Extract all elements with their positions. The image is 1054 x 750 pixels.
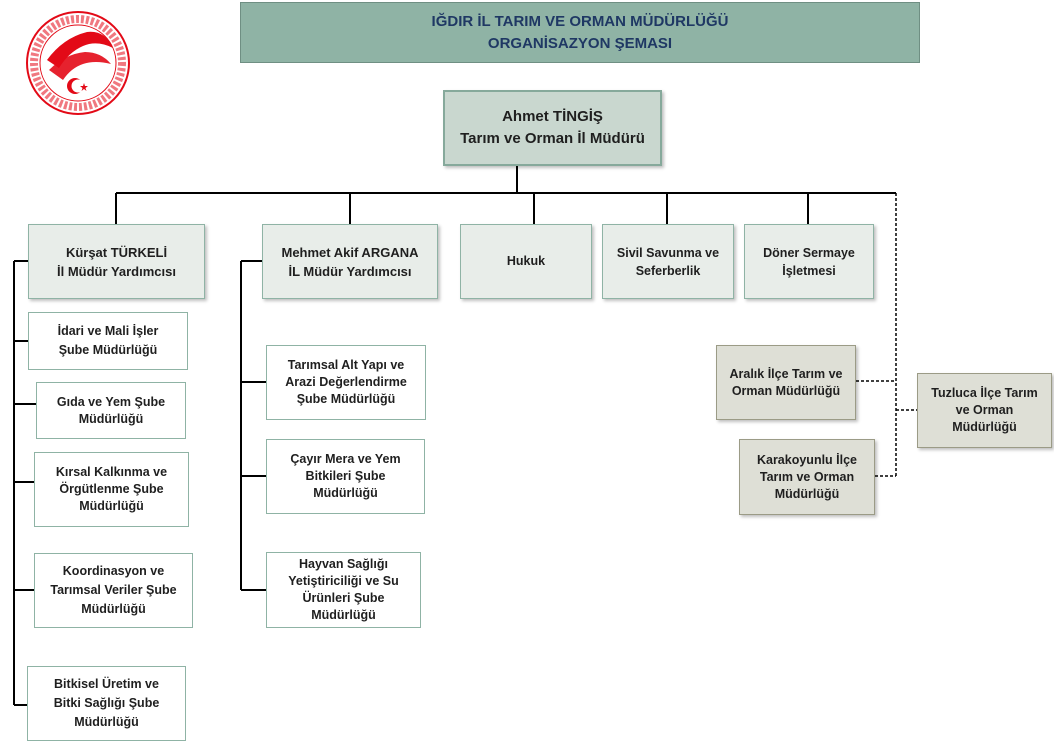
district-karakoyunlu-box: Karakoyunlu İlçe Tarım ve Orman Müdürlüğ… <box>739 439 875 515</box>
unit-doner-line: İşletmesi <box>782 263 836 278</box>
branch-line: Hayvan Sağlığı <box>299 557 388 571</box>
branch-line: Müdürlüğü <box>78 411 144 426</box>
branch-koordinasyon-box: Koordinasyon ve Tarımsal Veriler Şube Mü… <box>34 553 193 628</box>
branch-kirsal-kalkinma-box: Kırsal Kalkınma ve Örgütlenme Şube Müdür… <box>34 452 189 527</box>
branch-line: Örgütlenme Şube <box>59 482 164 496</box>
unit-doner-sermaye-box: Döner Sermaye İşletmesi <box>744 224 874 299</box>
branch-line: Kırsal Kalkınma ve <box>55 465 168 479</box>
branch-tarimsal-altyapi-box: Tarımsal Alt Yapı ve Arazi Değerlendirme… <box>266 345 426 420</box>
unit-sivil-line: Seferberlik <box>635 263 701 278</box>
unit-sivil-line: Sivil Savunma ve <box>616 245 720 260</box>
director-title: Tarım ve Orman İl Müdürü <box>460 130 645 147</box>
unit-doner-line: Döner Sermaye <box>763 245 855 260</box>
chart-title: IĞDIR İL TARIM VE ORMAN MÜDÜRLÜĞÜ ORGANİ… <box>240 2 920 63</box>
district-line: Müdürlüğü <box>774 486 840 501</box>
director-name: Ahmet TİNGİŞ <box>502 108 603 125</box>
branch-line: Müdürlüğü <box>311 608 376 622</box>
branch-idari-mali-box: İdari ve Mali İşler Şube Müdürlüğü <box>28 312 188 370</box>
deputy-1-name: Kürşat TÜRKELİ <box>65 244 168 260</box>
district-line: Aralık İlçe Tarım ve <box>729 366 843 381</box>
branch-line: Müdürlüğü <box>81 602 146 616</box>
unit-hukuk-box: Hukuk <box>460 224 592 299</box>
branch-line: Ürünleri Şube <box>302 591 385 605</box>
district-line: Tarım ve Orman <box>759 469 855 484</box>
deputy-2-title: İL Müdür Yardımcısı <box>288 263 412 279</box>
branch-line: Şube Müdürlüğü <box>58 343 158 357</box>
title-line-1: IĞDIR İL TARIM VE ORMAN MÜDÜRLÜĞÜ <box>431 12 729 30</box>
branch-line: Bitki Sağlığı Şube <box>53 696 160 710</box>
district-line: Müdürlüğü <box>952 420 1017 434</box>
branch-line: Tarımsal Alt Yapı ve <box>287 358 405 372</box>
branch-line: Yetiştiriciliği ve Su <box>288 574 399 588</box>
branch-line: Tarımsal Veriler Şube <box>50 583 177 597</box>
branch-line: Şube Müdürlüğü <box>296 392 396 406</box>
deputy-1-box: Kürşat TÜRKELİ İl Müdür Yardımcısı <box>28 224 205 299</box>
district-aralik-box: Aralık İlçe Tarım ve Orman Müdürlüğü <box>716 345 856 420</box>
district-line: Orman Müdürlüğü <box>731 383 841 398</box>
unit-hukuk-label: Hukuk <box>506 254 546 268</box>
district-line: Karakoyunlu İlçe <box>756 452 858 467</box>
deputy-1-title: İl Müdür Yardımcısı <box>57 263 176 279</box>
branch-line: Koordinasyon ve <box>62 564 165 578</box>
branch-line: Müdürlüğü <box>74 715 139 729</box>
title-line-2: ORGANİSAZYON ŞEMASI <box>487 34 673 52</box>
branch-line: İdari ve Mali İşler <box>57 324 159 338</box>
branch-line: Müdürlüğü <box>313 486 378 500</box>
branch-hayvan-sagligi-box: Hayvan Sağlığı Yetiştiriciliği ve Su Ürü… <box>266 552 421 628</box>
district-line: ve Orman <box>955 403 1014 417</box>
district-tuzluca-box: Tuzluca İlçe Tarım ve Orman Müdürlüğü <box>917 373 1052 448</box>
director-box: Ahmet TİNGİŞ Tarım ve Orman İl Müdürü <box>443 90 662 166</box>
deputy-2-box: Mehmet Akif ARGANA İL Müdür Yardımcısı <box>262 224 438 299</box>
unit-sivil-savunma-box: Sivil Savunma ve Seferberlik <box>602 224 734 299</box>
branch-bitkisel-uretim-box: Bitkisel Üretim ve Bitki Sağlığı Şube Mü… <box>27 666 186 741</box>
branch-line: Gıda ve Yem Şube <box>56 394 166 409</box>
ministry-logo-icon <box>26 11 130 115</box>
branch-line: Arazi Değerlendirme <box>285 375 407 389</box>
branch-line: Bitkileri Şube <box>305 469 386 483</box>
branch-line: Bitkisel Üretim ve <box>54 677 159 691</box>
branch-gida-yem-box: Gıda ve Yem Şube Müdürlüğü <box>36 382 186 439</box>
district-line: Tuzluca İlçe Tarım <box>931 386 1038 400</box>
branch-cayir-mera-box: Çayır Mera ve Yem Bitkileri Şube Müdürlü… <box>266 439 425 514</box>
deputy-2-name: Mehmet Akif ARGANA <box>281 244 419 260</box>
branch-line: Müdürlüğü <box>79 499 144 513</box>
branch-line: Çayır Mera ve Yem <box>290 452 401 466</box>
